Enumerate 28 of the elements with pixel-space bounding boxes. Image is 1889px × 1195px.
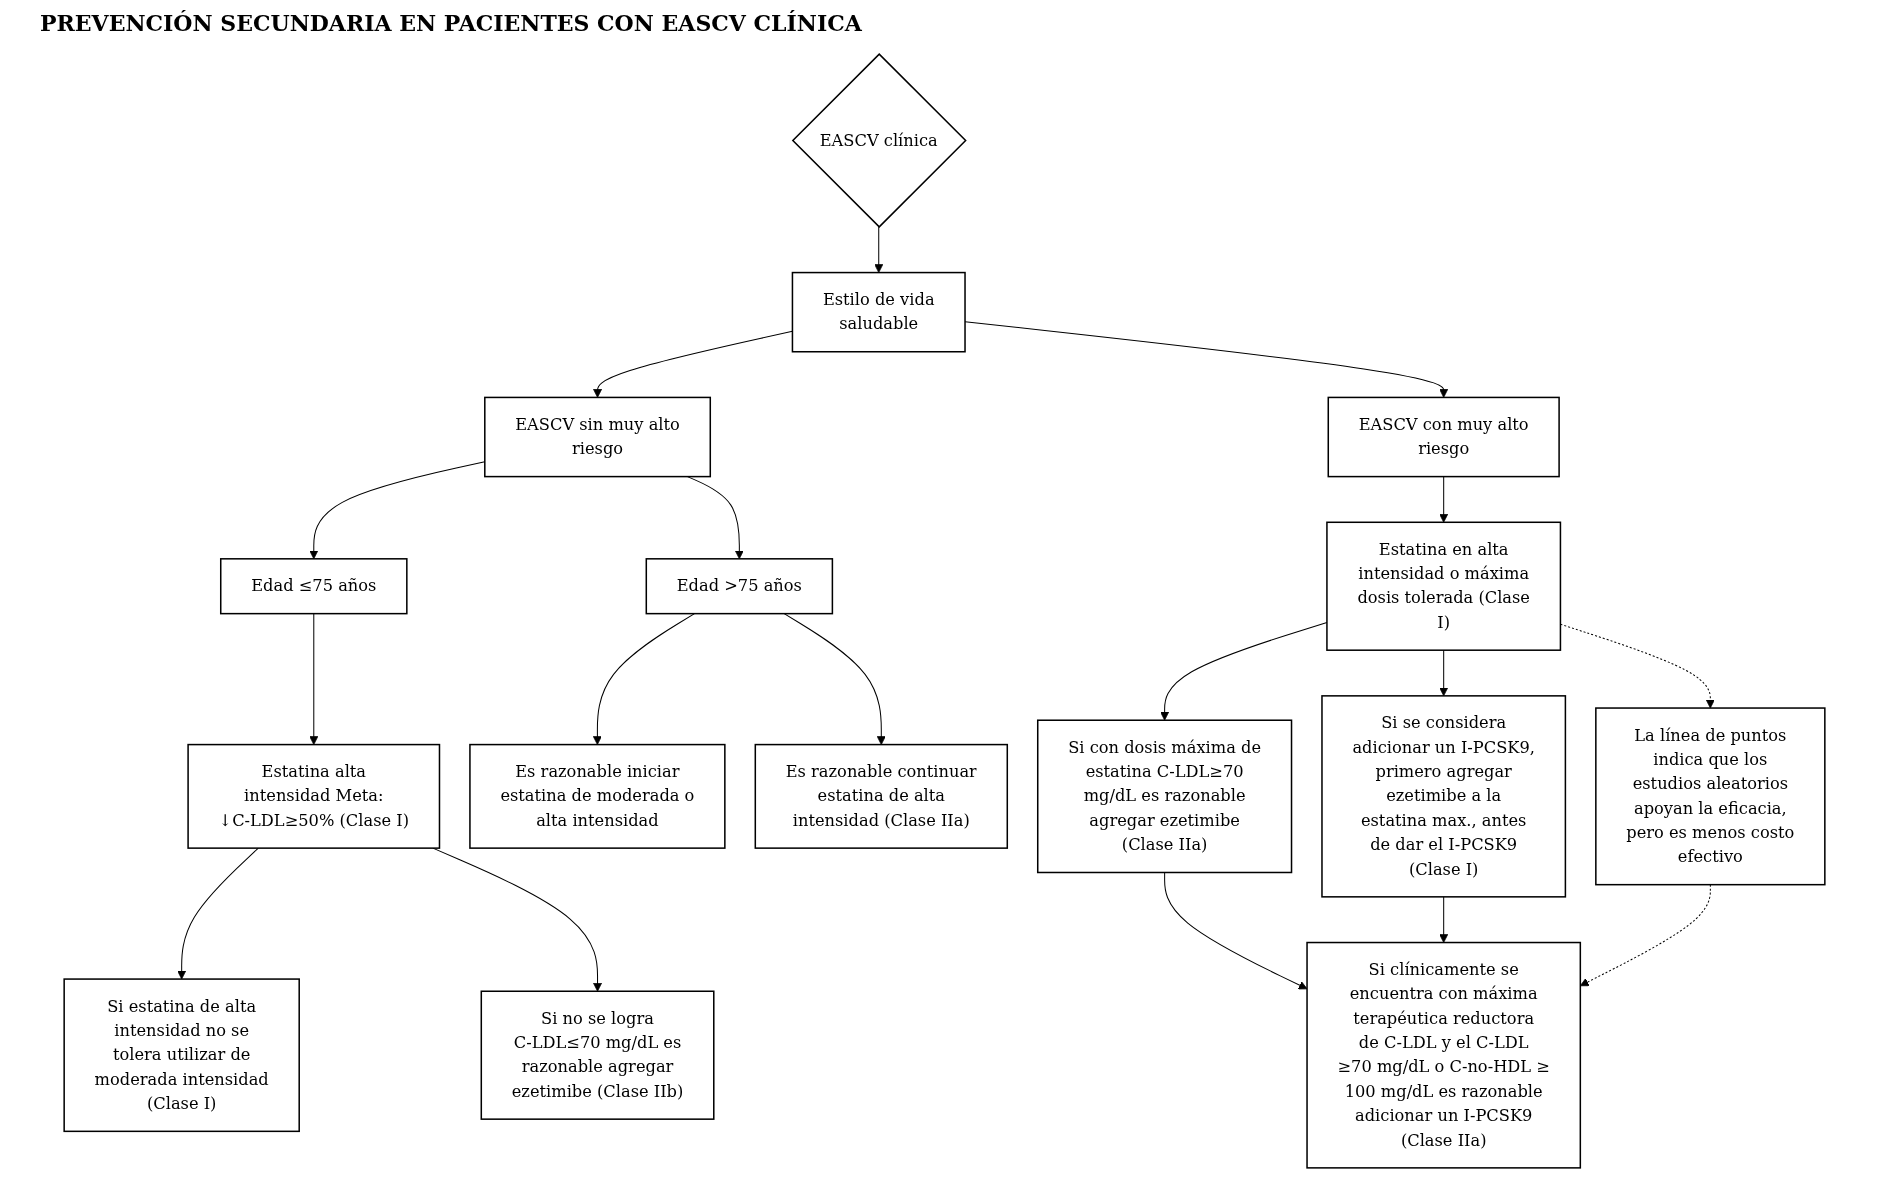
node-box: Edad ≤75 años <box>220 558 408 615</box>
node-box: Si clínicamente se encuentra con máxima terapéutica reductora de C-LDL y el C-LDL ≥70 mg/dL o C-no-HDL ≥ 100 mg/dL es razonable adicionar un I-PCSK9 (Clase IIa) <box>1306 941 1582 1169</box>
node-box: Estatina en alta intensidad o máxima dosis tolerada (Clase I) <box>1326 521 1562 651</box>
node-box: Si se considera adicionar un I-PCSK9, primero agregar ezetimibe a la estatina max., antes de dar el I-PCSK9 (Clase I) <box>1321 695 1567 898</box>
node-box: Es razonable continuar estatina de alta intensidad (Clase IIa) <box>754 743 1009 849</box>
arrow <box>593 330 793 398</box>
node-diamond: EASCV clínica <box>791 53 967 228</box>
node-box: Si no se logra C-LDL≤70 mg/dL es razonable agregar ezetimibe (Clase IIb) <box>480 990 715 1120</box>
arrow <box>1439 476 1449 523</box>
arrow <box>1439 896 1449 943</box>
arrow <box>309 613 319 745</box>
arrow <box>177 847 259 980</box>
node-box: La línea de puntos indica que los estudios aleatorios apoyan la eficacia, pero es menos costo efectivo <box>1595 707 1826 886</box>
node-box: Si con dosis máxima de estatina C-LDL≥70 mg/dL es razonable agregar ezetimibe (Clase IIa) <box>1037 719 1293 874</box>
node-box: Es razonable iniciar estatina de moderada o alta intensidad <box>469 743 726 849</box>
node-box: Edad >75 años <box>645 558 834 615</box>
arrow <box>686 476 744 560</box>
arrow <box>1164 872 1308 990</box>
arrow <box>592 613 696 745</box>
node-box: EASCV sin muy alto riesgo <box>484 396 712 478</box>
arrow <box>874 226 884 273</box>
arrow <box>1439 649 1449 697</box>
node-box: EASCV con muy alto riesgo <box>1327 396 1560 478</box>
node-box: Estatina alta intensidad Meta: ↓C-LDL≥50% (Clase I) <box>187 743 441 849</box>
diagram-title: PREVENCIÓN SECUNDARIA EN PACIENTES CON EASCV CLÍNICA <box>39 9 863 38</box>
arrow <box>783 613 886 745</box>
node-box: Si estatina de alta intensidad no se tolera utilizar de moderada intensidad (Clase I) <box>63 978 300 1133</box>
node-box: Estilo de vida saludable <box>791 271 966 353</box>
